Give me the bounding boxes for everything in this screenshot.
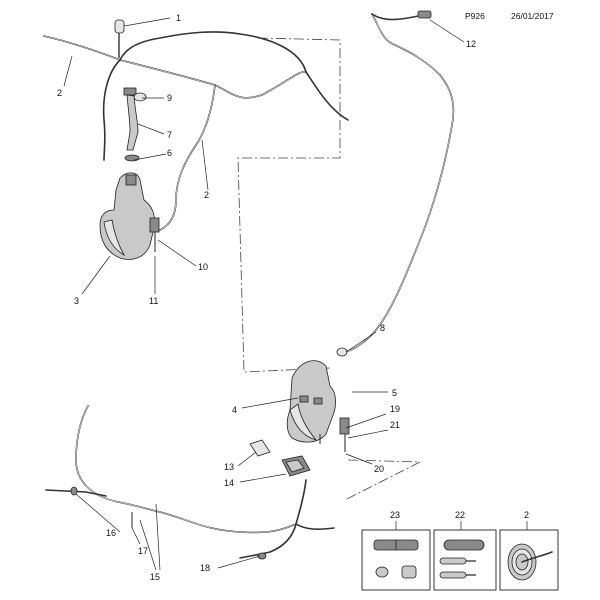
callout-label: 16 bbox=[106, 528, 116, 538]
connection-lines bbox=[237, 37, 421, 501]
callout-leaders bbox=[63, 17, 465, 571]
callout-label: 4 bbox=[232, 405, 237, 415]
callout-label: 6 bbox=[167, 148, 172, 158]
kit-label: 22 bbox=[455, 510, 465, 520]
front-washer-reservoir bbox=[99, 87, 160, 260]
callout-label: 3 bbox=[74, 296, 79, 306]
callout-label: 13 bbox=[224, 462, 234, 472]
upper-washer-hose bbox=[43, 19, 349, 231]
kit-box-2: 2 bbox=[499, 510, 559, 591]
callout-label: 8 bbox=[380, 323, 385, 333]
callout-label: 18 bbox=[200, 563, 210, 573]
callout-label: 9 bbox=[167, 93, 172, 103]
diagram-code: P926 bbox=[465, 11, 485, 21]
callout-label: 20 bbox=[374, 464, 384, 474]
callout-label: 21 bbox=[390, 420, 400, 430]
callout-label: 2 bbox=[204, 190, 209, 200]
callout-label: 11 bbox=[149, 296, 158, 306]
kit-box-23: 23 bbox=[361, 510, 431, 591]
callout-label: 14 bbox=[224, 478, 234, 488]
callout-label: 1 bbox=[176, 13, 181, 23]
callout-label: 19 bbox=[390, 404, 400, 414]
callout-label: 15 bbox=[150, 572, 160, 582]
callout-label: 2 bbox=[57, 88, 62, 98]
callout-numbers: 1 2 2 3 4 5 6 7 8 9 10 11 12 13 14 15 16… bbox=[57, 13, 476, 582]
kit-label: 2 bbox=[524, 510, 529, 520]
kit-box-22: 22 bbox=[433, 510, 497, 591]
callout-label: 5 bbox=[392, 388, 397, 398]
callout-label: 17 bbox=[138, 546, 148, 556]
rear-washer-hose bbox=[344, 10, 455, 353]
callout-label: 10 bbox=[198, 262, 208, 272]
callout-label: 7 bbox=[167, 130, 172, 140]
rear-washer-reservoir bbox=[286, 347, 350, 452]
diagram-date: 26/01/2017 bbox=[511, 11, 554, 21]
lower-washer-hose bbox=[45, 405, 335, 560]
washer-nozzle bbox=[249, 439, 311, 477]
callout-label: 12 bbox=[466, 39, 476, 49]
kit-label: 23 bbox=[390, 510, 400, 520]
